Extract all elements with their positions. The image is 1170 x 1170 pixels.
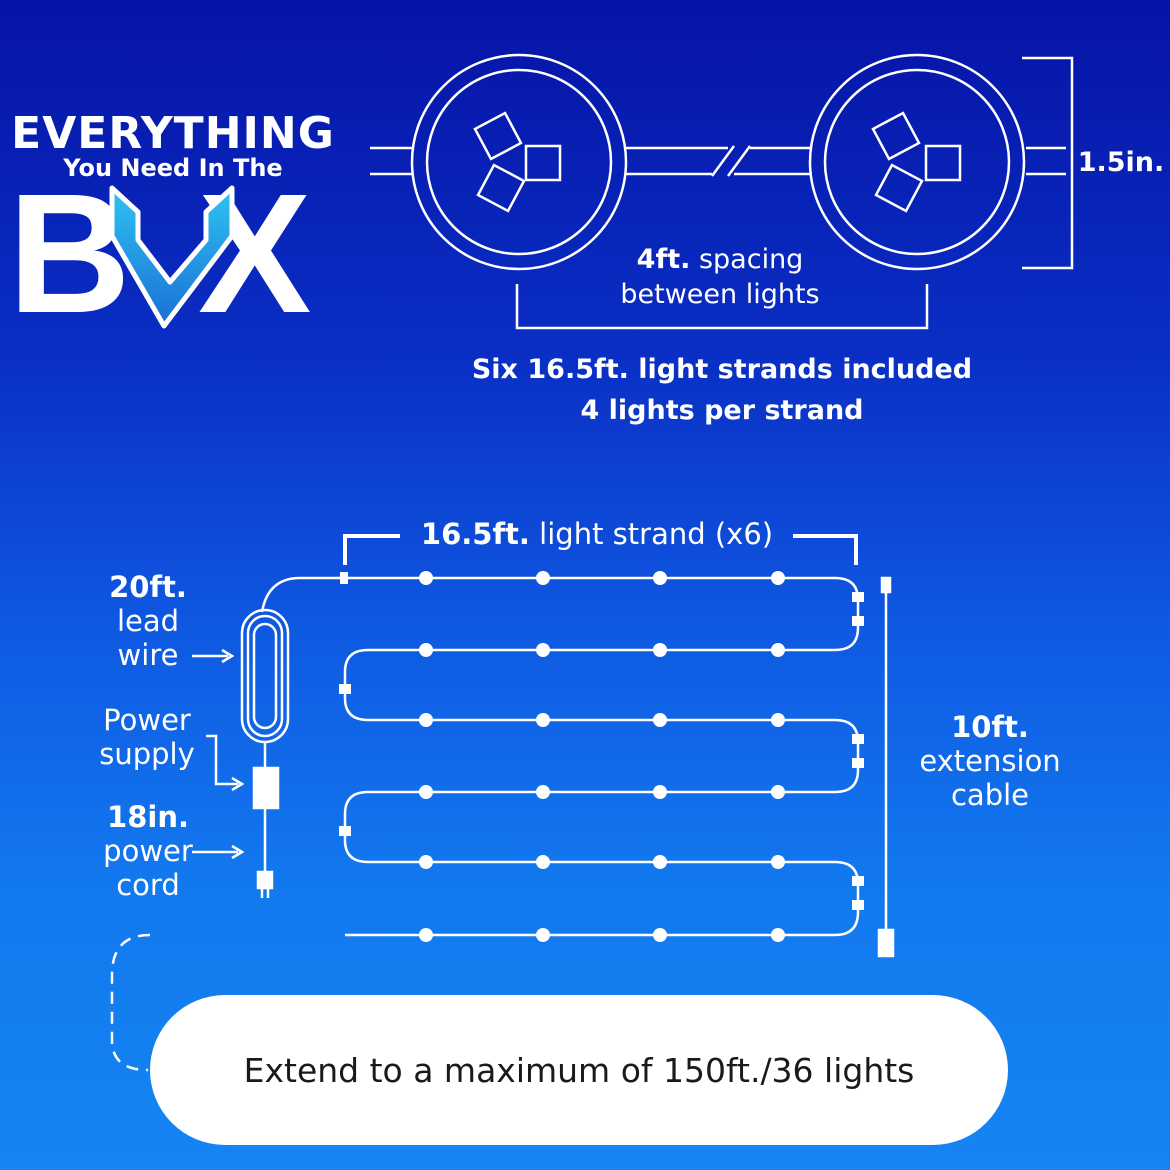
spacing-label-line2: between lights: [620, 279, 820, 310]
plug-icon: [256, 870, 274, 890]
lead-text-2: wire: [117, 638, 179, 672]
lights-per-strand-text: 4 lights per strand: [580, 395, 864, 426]
strands-included-text: Six 16.5ft. light strands included: [471, 354, 973, 385]
max-extension-banner: Extend to a maximum of 150ft./36 lights: [150, 995, 1008, 1145]
light-puck-2: [808, 53, 1026, 271]
light-dots: [419, 571, 785, 942]
serpentine-cable: [330, 576, 860, 937]
extension-text-2: cable: [950, 778, 1030, 812]
max-extension-text: Extend to a maximum of 150ft./36 lights: [243, 1050, 915, 1090]
lead-text-1: lead: [116, 604, 180, 638]
power-supply: [252, 766, 280, 810]
light-puck-1: [410, 53, 628, 271]
down-arrow-icon: [109, 185, 235, 329]
power-supply-text-1: Power: [103, 703, 191, 737]
height-label: 1.5in.: [1077, 147, 1165, 178]
strand-length-label: 16.5ft. light strand (x6): [400, 517, 794, 551]
lead-length-value: 20ft.: [109, 570, 187, 604]
spacing-bracket: [515, 284, 929, 330]
box-logo: B X: [8, 159, 311, 349]
extension-length-value: 10ft.: [951, 710, 1029, 744]
light-pucks: [370, 53, 1074, 330]
spacing-value: 4ft.: [636, 244, 691, 275]
cord-length-value: 18in.: [107, 800, 189, 834]
extension-text-1: extension: [919, 744, 1061, 778]
strand-value: 16.5ft.: [420, 517, 530, 551]
spacing-text: spacing: [698, 244, 804, 275]
strand-layout: [110, 534, 895, 1072]
strand-text: light strand (x6): [539, 517, 774, 551]
spacing-label: 4ft. spacing: [560, 243, 880, 277]
dashed-extension: [110, 933, 151, 1072]
cord-text-2: cord: [116, 868, 180, 902]
cord-text-1: power: [103, 834, 193, 868]
height-bracket: [1022, 56, 1074, 270]
connectors: [339, 572, 864, 910]
logo-subtitle: You Need In The: [63, 154, 283, 182]
power-supply-text-2: supply: [99, 737, 195, 771]
logo-title: EVERYTHING: [11, 108, 335, 159]
strand-bracket: [343, 534, 858, 565]
